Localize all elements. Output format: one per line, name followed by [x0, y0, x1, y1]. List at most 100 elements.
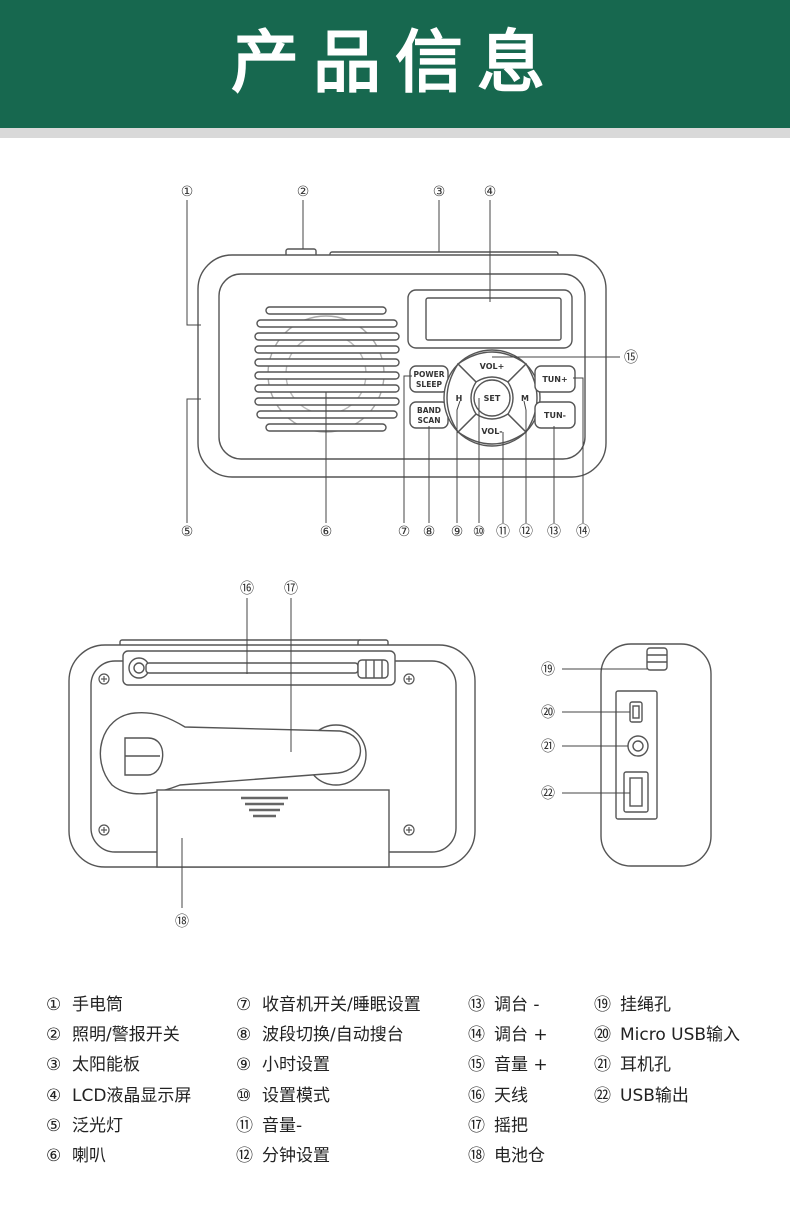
front-leader-lines — [186, 200, 620, 523]
legend-num: ⑩ — [236, 1085, 252, 1106]
crank-handle — [99, 711, 367, 795]
legend-num: ㉑ — [594, 1055, 611, 1076]
legend-label: 小时设置 — [262, 1055, 330, 1076]
callout-17: ⑰ — [284, 581, 298, 597]
legend-label: 收音机开关/睡眠设置 — [262, 995, 421, 1015]
back-view: ⑯ ⑰ ⑱ — [68, 581, 476, 930]
callout-3: ③ — [433, 184, 446, 200]
back-callout-numbers: ⑯ ⑰ ⑱ — [175, 581, 298, 930]
legend-num: ⑮ — [468, 1055, 485, 1076]
speaker-grille — [254, 306, 400, 433]
lcd-display-screen — [425, 297, 562, 341]
legend-item: ③ 太阳能板 — [46, 1053, 191, 1083]
legend-num: ⑥ — [46, 1145, 62, 1166]
legend-num: ④ — [46, 1085, 62, 1106]
legend-label: 泛光灯 — [72, 1115, 123, 1136]
callout-21: ㉑ — [541, 739, 555, 755]
callout-10: ⑩ — [473, 524, 486, 540]
legend-label: 手电筒 — [72, 995, 123, 1015]
legend-item: ⑰ 摇把 — [468, 1114, 548, 1144]
legend-num: ⑨ — [236, 1055, 252, 1076]
callout-16: ⑯ — [240, 581, 254, 597]
micro-usb-port — [629, 701, 643, 723]
legend-num: ⑱ — [468, 1145, 485, 1166]
scan-label: SCAN — [418, 416, 441, 425]
legend-label: Micro USB输入 — [620, 1025, 741, 1046]
lanyard-hole — [646, 647, 668, 671]
legend-label: 波段切换/自动搜台 — [262, 1025, 404, 1046]
headphone-jack — [627, 735, 649, 757]
legend-label: 分钟设置 — [262, 1145, 330, 1166]
legend-label: 电池仓 — [494, 1145, 545, 1166]
callout-11: ⑪ — [496, 524, 510, 540]
legend-num: ⑭ — [468, 1025, 485, 1046]
front-callout-numbers: ① ② ③ ④ ⑤ ⑥ ⑦ ⑧ ⑨ ⑩ ⑪ ⑫ ⑬ ⑭ ⑮ — [181, 184, 638, 540]
legend-label: 喇叭 — [72, 1145, 106, 1166]
tun-down-button — [534, 401, 576, 429]
side-leader-lines — [562, 668, 647, 794]
screws — [98, 673, 415, 836]
hour-key — [446, 362, 477, 434]
legend-label: 摇把 — [494, 1115, 528, 1136]
legend-label: LCD液晶显示屏 — [72, 1085, 192, 1106]
legend-num: ③ — [46, 1055, 62, 1076]
set-label: SET — [484, 394, 501, 403]
band-label: BAND — [417, 406, 441, 415]
callout-14: ⑭ — [576, 524, 590, 540]
legend-item: ㉒ USB输出 — [594, 1084, 740, 1114]
legend-num: ② — [46, 1025, 62, 1046]
legend-item: ⑥ 喇叭 — [46, 1144, 191, 1174]
battery-compartment — [156, 789, 390, 868]
callout-12: ⑫ — [519, 524, 533, 540]
legend-label: USB输出 — [620, 1085, 689, 1106]
legend-num: ⑯ — [468, 1085, 485, 1106]
page-title: 产品信息 — [230, 24, 559, 103]
front-view: POWER SLEEP BAND SCAN VOL+ VOL- SET H M … — [181, 184, 638, 540]
callout-4: ④ — [484, 184, 497, 200]
antenna — [122, 650, 396, 686]
legend-num: ⑧ — [236, 1025, 252, 1046]
header-banner: 产品信息 — [0, 0, 790, 128]
callout-19: ⑲ — [541, 662, 555, 678]
legend-item: ④ LCD液晶显示屏 — [46, 1084, 191, 1114]
callout-2: ② — [297, 184, 310, 200]
legend-item: ⑮ 音量 + — [468, 1053, 548, 1083]
callout-18: ⑱ — [175, 914, 189, 930]
header-divider — [0, 128, 790, 138]
legend-item: ⑱ 电池仓 — [468, 1144, 548, 1174]
callout-13: ⑬ — [547, 524, 561, 540]
legend-label: 照明/警报开关 — [72, 1025, 180, 1046]
legend-item: ⑧ 波段切换/自动搜台 — [236, 1023, 421, 1053]
callout-1: ① — [181, 184, 194, 200]
legend-label: 太阳能板 — [72, 1055, 140, 1076]
back-leader-lines — [181, 598, 292, 908]
legend-num: ⑪ — [236, 1115, 253, 1136]
legend-num: ⑤ — [46, 1115, 62, 1136]
tun-up-button — [534, 365, 576, 393]
legend-item: ⑨ 小时设置 — [236, 1053, 421, 1083]
callout-15: ⑮ — [624, 350, 638, 366]
vol-down-label: VOL- — [481, 427, 502, 436]
m-label: M — [521, 394, 529, 403]
legend-num: ㉒ — [594, 1085, 611, 1106]
battery-vents — [241, 796, 288, 818]
sleep-label: SLEEP — [416, 380, 442, 389]
legend-num: ⑰ — [468, 1115, 485, 1136]
legend-item: ⑤ 泛光灯 — [46, 1114, 191, 1144]
legend-label: 音量 + — [494, 1055, 548, 1076]
callout-6: ⑥ — [320, 524, 333, 540]
product-diagram: POWER SLEEP BAND SCAN VOL+ VOL- SET H M … — [68, 184, 712, 930]
